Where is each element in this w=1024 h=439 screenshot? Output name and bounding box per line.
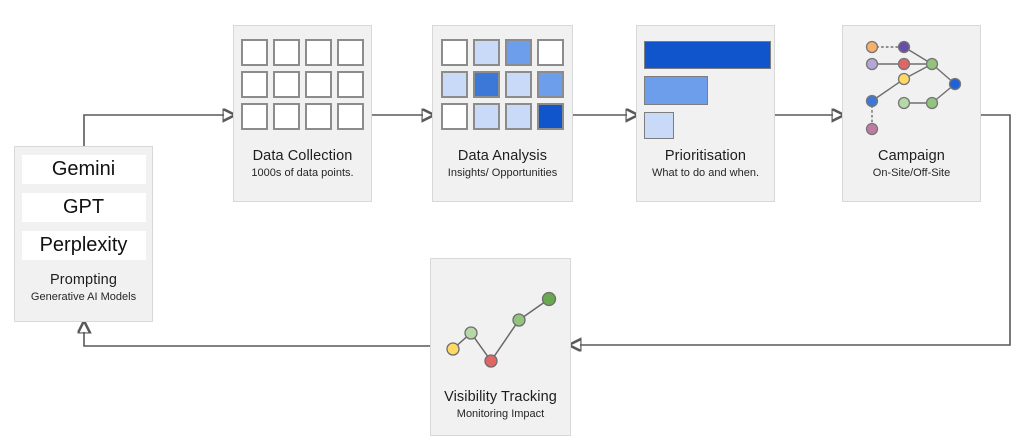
box-label: Visibility Tracking Monitoring Impact — [431, 389, 570, 421]
grid-cell — [337, 103, 364, 130]
box-subtitle: On-Site/Off-Site — [872, 167, 951, 179]
campaign-network-graphic — [865, 40, 962, 136]
priority-bar — [644, 76, 708, 105]
grid-cell — [241, 103, 268, 130]
arrow-prompting-to-collection — [83, 115, 224, 146]
box-label: Data Collection 1000s of data points. — [234, 148, 371, 180]
box-label: Prompting Generative AI Models — [15, 272, 152, 304]
network-node-green-bottom — [925, 96, 939, 110]
model-chip: GPT — [21, 193, 146, 222]
priority-bar — [644, 112, 674, 139]
network-node-blue-left — [865, 94, 879, 108]
grid-cell — [473, 103, 500, 130]
box-title: Prioritisation — [664, 148, 747, 164]
grid-cell — [505, 103, 532, 130]
priority-bars — [644, 41, 774, 139]
grid-cell — [537, 103, 564, 130]
campaign-box: Campaign On-Site/Off-Site — [842, 25, 981, 202]
box-subtitle: Insights/ Opportunities — [447, 167, 558, 179]
box-label: Data Analysis Insights/ Opportunities — [433, 148, 572, 180]
network-node-light-green — [897, 96, 911, 110]
network-node-red — [897, 57, 911, 71]
network-node-hub-green — [925, 57, 939, 71]
network-node-blue-right — [948, 77, 962, 91]
data-analysis-box: Data Analysis Insights/ Opportunities — [432, 25, 573, 202]
prioritisation-box: Prioritisation What to do and when. — [636, 25, 775, 202]
grid-cell — [473, 39, 500, 66]
grid-cell — [441, 71, 468, 98]
grid-cell — [441, 39, 468, 66]
data-analysis-grid — [441, 39, 564, 130]
grid-cell — [441, 103, 468, 130]
trend-point — [464, 326, 478, 340]
trend-point — [484, 354, 498, 368]
box-subtitle: What to do and when. — [651, 167, 759, 179]
box-label: Prioritisation What to do and when. — [637, 148, 774, 180]
grid-cell — [537, 39, 564, 66]
data-collection-box: Data Collection 1000s of data points. — [233, 25, 372, 202]
grid-cell — [305, 71, 332, 98]
grid-cell — [337, 39, 364, 66]
grid-cell — [337, 71, 364, 98]
data-collection-grid — [241, 39, 364, 130]
box-subtitle: Monitoring Impact — [456, 408, 545, 420]
grid-cell — [273, 71, 300, 98]
grid-cell — [505, 39, 532, 66]
box-title: Prompting — [50, 272, 117, 288]
model-chip: Gemini — [21, 155, 146, 184]
box-title: Data Analysis — [457, 148, 548, 164]
box-subtitle: Generative AI Models — [30, 291, 137, 303]
model-chip: Perplexity — [21, 231, 146, 260]
grid-cell — [273, 39, 300, 66]
grid-cell — [273, 103, 300, 130]
trend-point — [446, 342, 460, 356]
box-title: Visibility Tracking — [444, 389, 557, 405]
network-node-magenta — [865, 122, 879, 136]
network-node-purple — [897, 40, 911, 54]
grid-cell — [241, 39, 268, 66]
grid-cell — [505, 71, 532, 98]
trend-point — [541, 291, 557, 307]
box-label: Campaign On-Site/Off-Site — [843, 148, 980, 180]
trend-point — [512, 313, 526, 327]
grid-cell — [473, 71, 500, 98]
visibility-line-chart-graphic — [446, 291, 557, 368]
network-node-lavender — [865, 57, 879, 71]
network-edge — [871, 78, 905, 102]
box-title: Data Collection — [252, 148, 353, 164]
network-node-yellow — [897, 72, 911, 86]
box-title: Campaign — [878, 148, 945, 164]
box-subtitle: 1000s of data points. — [251, 167, 354, 179]
arrow-visibility-to-prompting — [84, 332, 430, 347]
grid-cell — [305, 39, 332, 66]
priority-bar — [644, 41, 771, 69]
network-node-orange — [865, 40, 879, 54]
grid-cell — [305, 103, 332, 130]
grid-cell — [241, 71, 268, 98]
arrow-campaign-to-visibility — [580, 114, 1011, 345]
grid-cell — [537, 71, 564, 98]
visibility-tracking-box: Visibility Tracking Monitoring Impact — [430, 258, 571, 436]
